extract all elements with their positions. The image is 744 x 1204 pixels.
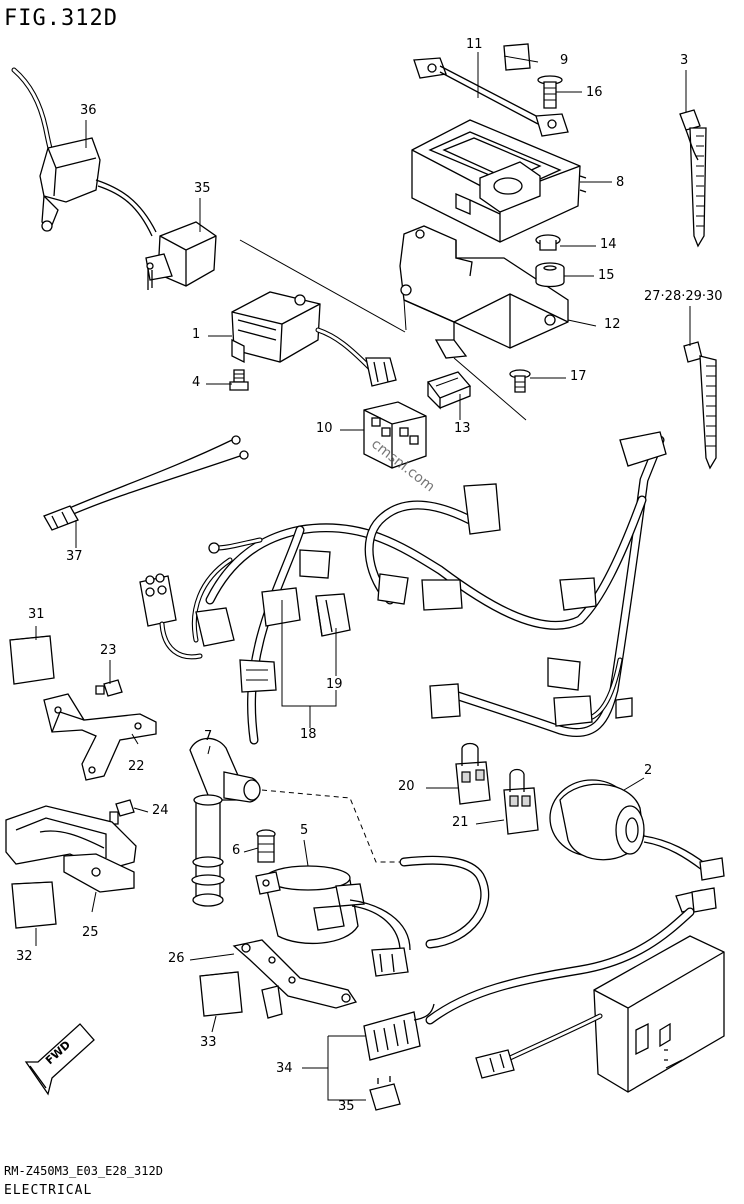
- part-23-screw-drawing: [95, 679, 123, 697]
- part-10-connector-drawing: [363, 401, 427, 469]
- part-15-grommet-drawing: [535, 262, 565, 288]
- part-13-clip-drawing: [426, 371, 472, 410]
- part-16-screw-drawing: [537, 75, 563, 109]
- part-27-30-cable-tie-drawing: [683, 341, 717, 470]
- part-17-screw-drawing: [509, 369, 531, 393]
- fwd-arrow-icon: [24, 1023, 95, 1096]
- callout-3[interactable]: 3: [680, 53, 689, 68]
- part-33-cushion-b-drawing: [11, 881, 57, 929]
- part-31-relay-drawing: [145, 221, 217, 290]
- part-19-coupler-drawing: [315, 593, 351, 637]
- harness-coupler-drawing: [139, 573, 203, 660]
- callout-18[interactable]: 18: [300, 727, 317, 742]
- callout-2[interactable]: 2: [644, 763, 653, 778]
- callout-8[interactable]: 8: [616, 175, 625, 190]
- part-9-pad-drawing: [503, 43, 531, 71]
- callout-27-30[interactable]: 27·28·29·30: [644, 289, 723, 304]
- part-21-fuse-holder-drawing: [503, 768, 539, 835]
- part-12-bracket-drawing: [399, 225, 569, 421]
- part-6-screw-drawing: [256, 829, 276, 863]
- callout-32[interactable]: 36: [80, 103, 97, 118]
- part-34-connector-drawing: [363, 1003, 435, 1061]
- callout-6[interactable]: 6: [232, 843, 241, 858]
- part-5-ignition-coil-drawing: [255, 865, 411, 977]
- part-24-screw-drawing: [109, 799, 135, 825]
- callout-9[interactable]: 9: [560, 53, 569, 68]
- callout-19[interactable]: 19: [326, 677, 343, 692]
- callout-21[interactable]: 21: [452, 815, 469, 830]
- callout-15[interactable]: 15: [598, 268, 615, 283]
- figure-number: FIG.312D: [4, 6, 118, 31]
- callout-35[interactable]: 35: [338, 1099, 355, 1114]
- part-25-bracket-drawing: [5, 805, 137, 893]
- part-33-cushion-a-drawing: [9, 635, 55, 685]
- part-1-regulator-drawing: [231, 291, 397, 387]
- callout-13[interactable]: 13: [454, 421, 471, 436]
- main-harness-drawing: [191, 431, 667, 745]
- callout-14[interactable]: 14: [600, 237, 617, 252]
- part-33-cushion-c-drawing: [199, 971, 243, 1017]
- part-14-cap-drawing: [535, 234, 561, 251]
- part-37-control-unit-drawing: [425, 887, 725, 1093]
- callout-7[interactable]: 7: [204, 729, 213, 744]
- callout-17[interactable]: 17: [570, 369, 587, 384]
- callout-33-b[interactable]: 32: [16, 949, 33, 964]
- callout-36[interactable]: 37: [66, 549, 83, 564]
- callout-33-c[interactable]: 33: [200, 1035, 217, 1050]
- callout-24[interactable]: 24: [152, 803, 169, 818]
- part-22-bracket-drawing: [43, 693, 157, 781]
- part-2-sensor-drawing: [549, 779, 725, 881]
- callout-34[interactable]: 34: [276, 1061, 293, 1076]
- callout-26[interactable]: 26: [168, 951, 185, 966]
- callout-11[interactable]: 11: [466, 37, 483, 52]
- callout-10[interactable]: 10: [316, 421, 333, 436]
- leader-lines: [35, 52, 691, 1101]
- callout-4[interactable]: 4: [192, 375, 201, 390]
- part-11-strap-drawing: [413, 57, 569, 137]
- part-26-stay-drawing: [232, 939, 358, 1019]
- callout-16[interactable]: 16: [586, 85, 603, 100]
- model-code: RM-Z450M3_E03_E28_312D: [4, 1164, 163, 1178]
- callout-25[interactable]: 25: [82, 925, 99, 940]
- part-4-bolt-drawing: [229, 369, 249, 391]
- callout-5[interactable]: 5: [300, 823, 309, 838]
- part-7-plug-cap-drawing: [189, 737, 490, 949]
- part-8-ecu-drawing: [411, 119, 587, 243]
- part-35-fuse-drawing: [369, 1076, 401, 1111]
- part-3-cable-tie-drawing: [679, 109, 707, 248]
- callout-31[interactable]: 35: [194, 181, 211, 196]
- part-32-switch-drawing: [11, 67, 157, 237]
- callout-1[interactable]: 1: [192, 327, 201, 342]
- callout-20[interactable]: 20: [398, 779, 415, 794]
- part-20-fuse-holder-drawing: [455, 742, 491, 805]
- callout-33-a[interactable]: 31: [28, 607, 45, 622]
- callout-12[interactable]: 12: [604, 317, 621, 332]
- callout-22[interactable]: 22: [128, 759, 145, 774]
- part-36-lead-wire-drawing: [43, 435, 249, 531]
- callout-23[interactable]: 23: [100, 643, 117, 658]
- section-title: ELECTRICAL: [4, 1183, 93, 1198]
